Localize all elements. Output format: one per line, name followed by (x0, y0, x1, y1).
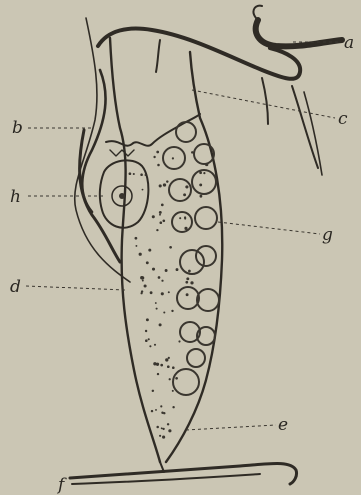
stipple-dot (159, 435, 161, 437)
stipple-dot (200, 195, 203, 198)
stipple-dot (148, 249, 151, 252)
stipple-dot (153, 156, 155, 158)
stipple-dot (169, 378, 171, 380)
stipple-dot (156, 363, 159, 366)
stipple-dot (167, 365, 170, 368)
label-e: e (278, 415, 288, 435)
stipple-dot (155, 302, 157, 304)
stipple-dot (144, 284, 147, 287)
stipple-dot (163, 183, 166, 186)
label-b: b (12, 118, 23, 138)
stipple-dot (160, 405, 162, 407)
stipple-dot (188, 270, 191, 273)
stipple-dot (142, 189, 144, 191)
stipple-dot (168, 429, 171, 432)
stipple-dot (145, 339, 148, 342)
stipple-dot (141, 290, 143, 292)
stipple-dot (156, 308, 158, 310)
stipple-dot (172, 366, 175, 369)
stipple-dot (158, 276, 161, 279)
stipple-dot (163, 436, 165, 438)
stipple-dot (161, 427, 163, 429)
stipple-dot (140, 173, 143, 176)
stipple-dot (157, 373, 159, 375)
stipple-dot (161, 280, 163, 282)
stipple-dot (168, 291, 170, 293)
label-h: h (10, 187, 21, 207)
stipple-dot (166, 180, 168, 182)
stipple-dot (205, 163, 208, 166)
stipple-dot (163, 311, 165, 313)
stipple-dot (144, 174, 146, 176)
stipple-dot (162, 428, 164, 430)
stipple-dot (142, 280, 144, 282)
stipple-dot (203, 172, 205, 174)
label-a: a (344, 33, 354, 53)
stipple-dot (199, 183, 202, 186)
stipple-dot (186, 277, 189, 280)
stipple-dot (159, 323, 162, 326)
stipple-dot (183, 193, 186, 196)
stipple-dot (176, 268, 179, 271)
stipple-dot (145, 330, 147, 332)
stipple-dot (169, 246, 172, 249)
label-c: c (338, 109, 348, 129)
stipple-dot (139, 253, 142, 256)
stipple-dot (185, 185, 188, 188)
stipple-dot (157, 164, 160, 167)
stipple-dot (154, 344, 156, 346)
stipple-dot (159, 211, 162, 214)
stipple-dot (184, 216, 186, 218)
stipple-dot (186, 293, 189, 296)
stipple-dot (150, 291, 153, 294)
stipple-dot (159, 221, 162, 224)
stipple-dot (129, 172, 132, 175)
stipple-dot (151, 410, 153, 412)
stipple-dot (179, 217, 181, 219)
stipple-dot (155, 409, 157, 411)
stipple-dot (161, 204, 164, 207)
stipple-dot (161, 292, 164, 295)
stipple-dot (156, 151, 159, 154)
stipple-dot (175, 377, 178, 380)
stipple-dot (135, 245, 137, 247)
stipple-dot (172, 157, 174, 159)
stipple-dot (167, 423, 169, 425)
stipple-dot (159, 184, 162, 187)
stipple-dot (135, 237, 138, 240)
stipple-dot (190, 281, 193, 284)
stipple-dot (172, 390, 174, 392)
stipple-dot (165, 269, 168, 272)
label-g: g (322, 225, 333, 245)
stipple-dot (133, 173, 135, 175)
stipple-dot (171, 310, 173, 312)
stipple-dot (168, 357, 170, 359)
stipple-dot (152, 268, 155, 271)
stipple-dot (149, 345, 151, 347)
stipple-dot (156, 426, 159, 429)
stipple-dot (185, 281, 188, 284)
stipple-dot (140, 276, 143, 279)
label-d: d (10, 277, 21, 297)
stipple-dot (160, 364, 163, 367)
stipple-dot (148, 338, 150, 340)
stipple-dot (152, 215, 155, 218)
stipple-dot (178, 340, 180, 342)
stipple-dot (165, 358, 168, 361)
stipple-dot (159, 214, 161, 216)
stipple-dot (146, 318, 149, 321)
stipple-dot (199, 171, 202, 174)
stipple-dot (152, 390, 154, 392)
stipple-dot (162, 219, 165, 222)
stipple-dot (172, 406, 174, 408)
stipple-dot (156, 229, 158, 231)
stipple-dot (146, 261, 149, 264)
stipple-dot (163, 412, 165, 414)
stipple-dot (184, 227, 187, 230)
stipple-dot (191, 151, 194, 154)
